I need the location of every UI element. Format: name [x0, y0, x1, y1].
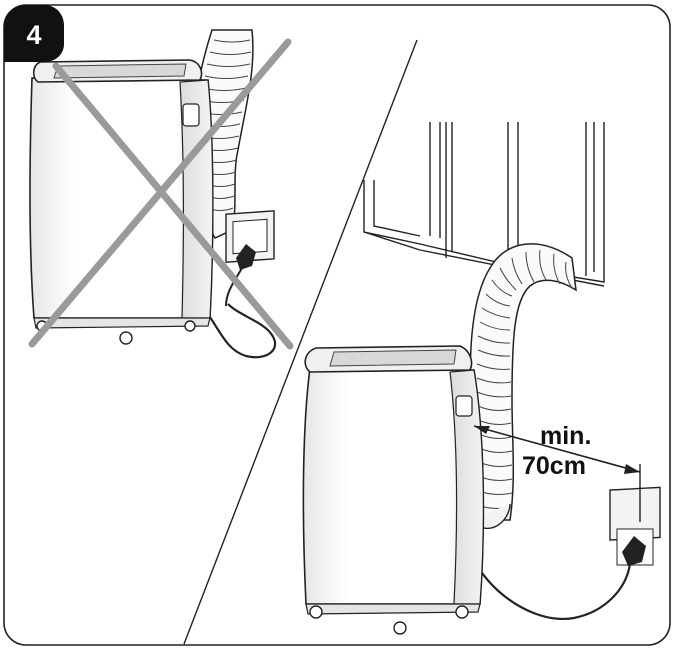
air-conditioner-unit — [302, 345, 485, 635]
power-cord — [204, 303, 277, 359]
left-panel-incorrect — [28, 29, 294, 359]
wheel-icon — [184, 320, 196, 332]
distance-label-min: min. — [540, 422, 591, 450]
wall-outlet-icon — [225, 210, 275, 307]
distance-label-value: 70cm — [522, 452, 586, 480]
wheel-icon — [309, 605, 323, 619]
arrow-head-icon — [624, 464, 640, 474]
step-number: 4 — [26, 20, 41, 50]
wall-outlet-icon — [609, 486, 661, 566]
power-cord — [479, 563, 632, 621]
wheel-icon — [393, 621, 407, 635]
step-number-badge: 4 — [4, 5, 64, 62]
right-panel-correct: min. 70cm — [302, 122, 661, 635]
distance-dimension: min. 70cm — [473, 422, 641, 522]
wheel-icon — [455, 605, 469, 619]
air-conditioner-unit — [29, 59, 214, 345]
panel-divider — [183, 39, 418, 645]
wheel-icon — [119, 331, 133, 345]
cross-icon — [28, 38, 294, 350]
arrow-head-icon — [474, 426, 490, 434]
